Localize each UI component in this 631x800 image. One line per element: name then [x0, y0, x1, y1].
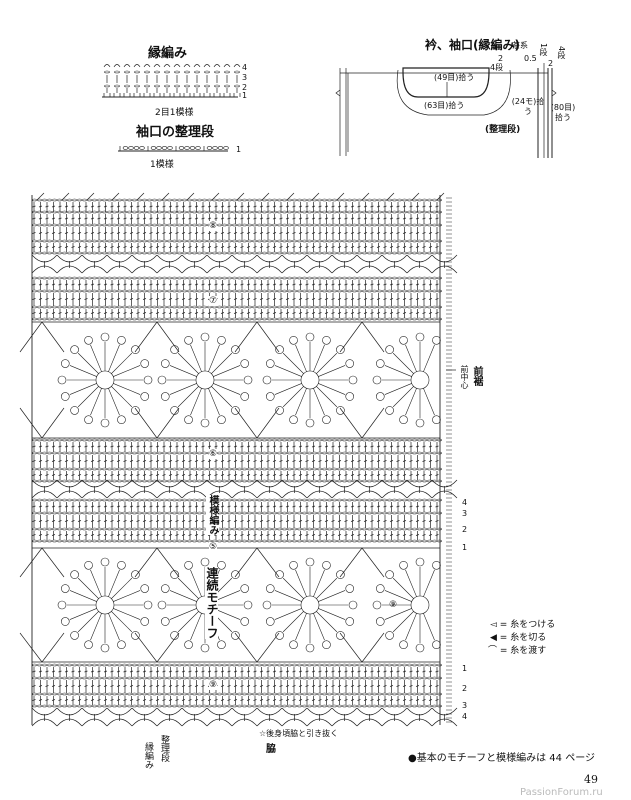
edging-row-1: 1 — [242, 91, 248, 100]
row-num-bottom-1: 1 — [462, 664, 468, 673]
edging-title: 縁編み — [148, 46, 188, 61]
center-front-label: 前中心 — [460, 365, 469, 389]
reference-note: ●基本のモチーフと模様編みは 44 ページ — [408, 753, 596, 764]
legend-carry-yarn: ⌒ = 糸を渡す — [488, 646, 547, 656]
schematic-title: 衿、袖口(縁編み) — [425, 38, 520, 52]
schematic-color-note: 茶系 — [512, 41, 528, 50]
side-label: 脇 — [266, 744, 276, 755]
row-num-top-4: 4 — [462, 498, 468, 507]
row-num-top-1: 1 — [462, 543, 468, 552]
collar-outer-pickup: (63目)拾う — [424, 101, 465, 110]
legend-cut-yarn: ◀ = 糸を切る — [490, 633, 547, 643]
cut-yarn-icon: ◀ — [490, 633, 497, 643]
cuff-pickup-80: (80目)拾う — [550, 103, 576, 122]
carry-yarn-icon: ⌒ — [488, 646, 498, 656]
legend-attach-yarn: ◅ = 糸をつける — [490, 620, 556, 630]
cuff-repeat-label: 1模様 — [150, 160, 174, 170]
attach-yarn-icon: ◅ — [490, 620, 497, 630]
marker-9-motif: ⑨ — [389, 600, 398, 610]
row-num-bottom-3: 3 — [462, 701, 468, 710]
collar-inner-pickup: (49目)拾う — [434, 73, 475, 82]
edging-repeat-label: 2目1模様 — [155, 108, 194, 118]
marker-8: ⑧ — [209, 221, 218, 231]
page-number: 49 — [584, 773, 598, 786]
marker-9: ⑨ — [209, 680, 218, 690]
row-num-top-3: 3 — [462, 509, 468, 518]
watermark: PassionForum.ru — [520, 787, 603, 798]
finishing-side-label: 整理段 — [159, 735, 169, 762]
edging-row-3: 3 — [242, 73, 248, 82]
cuff-one-row: 1段 — [539, 43, 548, 57]
finishing-row-label: (整理段) — [485, 125, 521, 135]
edging-row-4: 4 — [242, 63, 248, 72]
cuff-half: 0.5 — [524, 54, 537, 63]
motif-label: 連続モチーフ — [205, 567, 219, 639]
row-num-bottom-4: 4 — [462, 712, 468, 721]
row-num-bottom-2: 2 — [462, 684, 468, 693]
cuff-rows-2: 2 — [548, 59, 554, 68]
marker-7: ⑦ — [209, 296, 218, 306]
cuff-pickup-24: (24モ)拾う — [511, 97, 545, 116]
side-seam-note: ☆後身頃脇と引き抜く — [257, 728, 341, 739]
cuff-row-1: 1 — [236, 145, 242, 154]
edging-row-2: 2 — [242, 83, 248, 92]
collar-rows: 2 4段 — [490, 54, 504, 72]
marker-6: ⑥ — [209, 449, 218, 459]
marker-5: ⑤ — [209, 542, 218, 552]
pattern-stitch-label: 模様編み — [206, 495, 219, 535]
edging-side-label: 縁編み — [143, 742, 153, 769]
row-num-top-2: 2 — [462, 525, 468, 534]
cuff-four-rows: 4段 — [557, 46, 566, 60]
hem-front-label: 前裾 — [471, 366, 482, 386]
cuff-title: 袖口の整理段 — [136, 125, 215, 140]
